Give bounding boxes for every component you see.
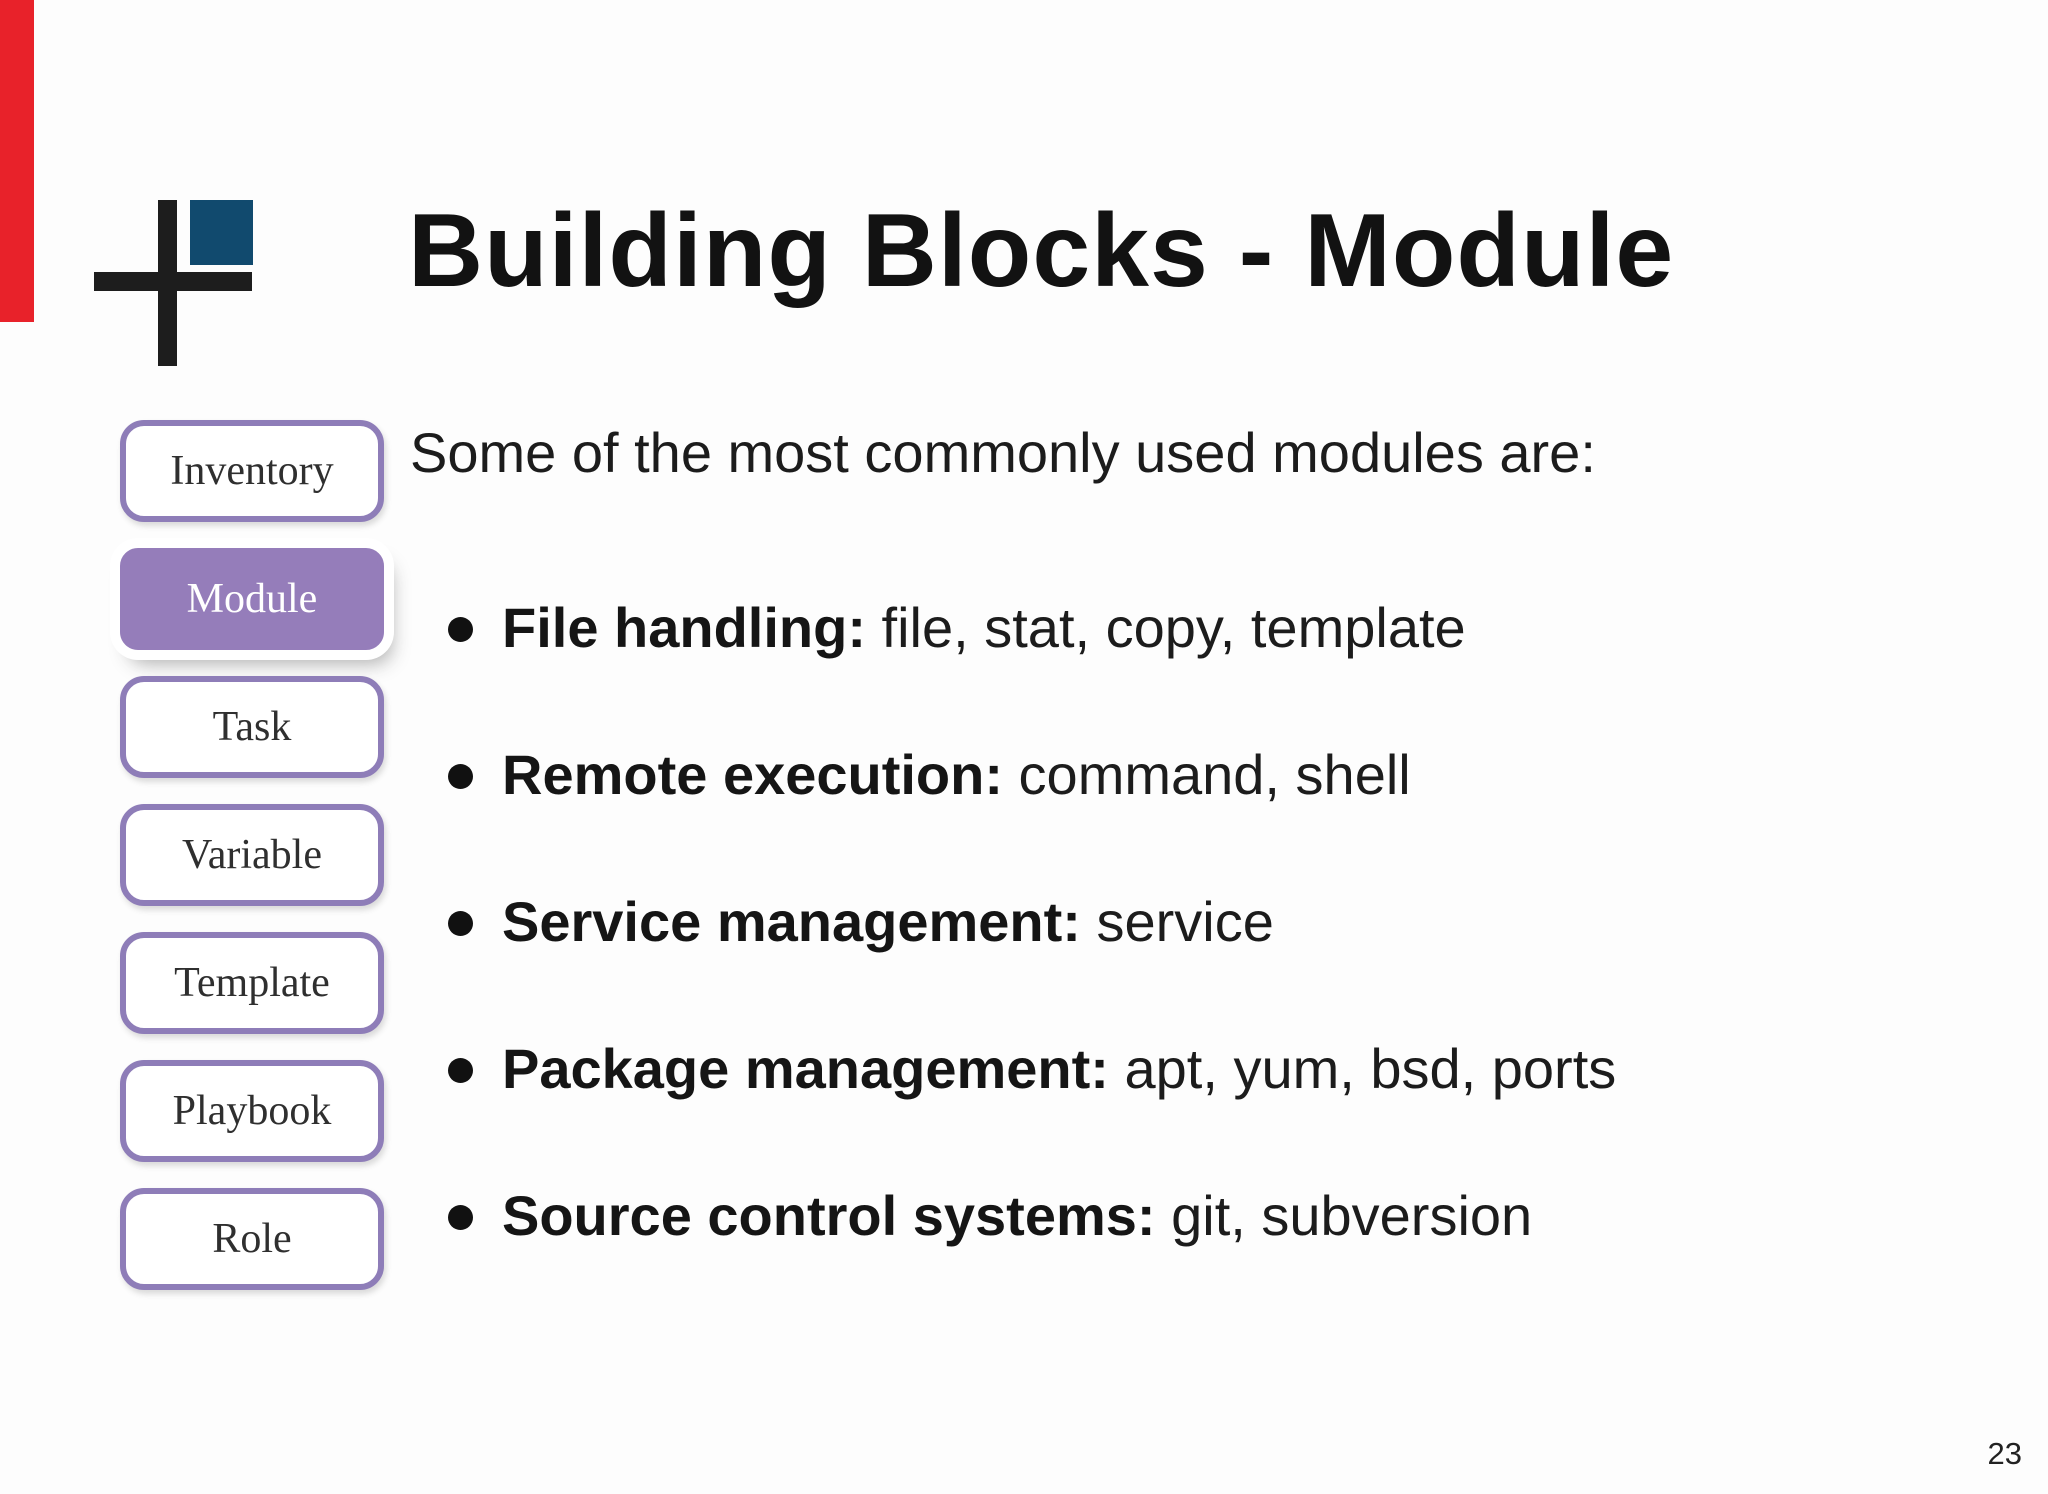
sidebar-item-label: Module — [186, 576, 318, 622]
sidebar-item-label: Variable — [182, 832, 322, 878]
sidebar-item-label: Playbook — [172, 1088, 332, 1134]
bullet-detail: file, stat, copy, template — [865, 596, 1466, 659]
list-item: Remote execution: command, shell — [448, 743, 1616, 807]
list-item: Source control systems: git, subversion — [448, 1184, 1616, 1248]
sidebar-item-inventory: Inventory — [120, 420, 384, 522]
slide-title: Building Blocks - Module — [408, 193, 1675, 309]
bullet-detail: git, subversion — [1155, 1184, 1533, 1247]
bullet-dot-icon — [448, 764, 473, 789]
sidebar-item-module: Module — [120, 548, 384, 650]
sidebar-item-variable: Variable — [120, 804, 384, 906]
building-blocks-sidebar: Inventory Module Task Variable Template … — [120, 420, 384, 1316]
list-item: Package management: apt, yum, bsd, ports — [448, 1037, 1616, 1101]
bullet-label: Service management: — [502, 890, 1081, 953]
bullet-detail: command, shell — [1003, 743, 1411, 806]
list-item: File handling: file, stat, copy, templat… — [448, 596, 1616, 660]
sidebar-item-label: Inventory — [170, 448, 334, 494]
sidebar-item-label: Role — [212, 1216, 292, 1262]
page-number: 23 — [1987, 1436, 2022, 1471]
sidebar-item-label: Template — [174, 960, 330, 1006]
sidebar-item-template: Template — [120, 932, 384, 1034]
bullet-label: File handling: — [502, 596, 866, 659]
bullet-label: Remote execution: — [502, 743, 1003, 806]
sidebar-item-task: Task — [120, 676, 384, 778]
bullet-dot-icon — [448, 911, 473, 936]
sidebar-item-role: Role — [120, 1188, 384, 1290]
intro-text: Some of the most commonly used modules a… — [410, 421, 1596, 484]
bullet-dot-icon — [448, 1058, 473, 1083]
module-bullet-list: File handling: file, stat, copy, templat… — [448, 596, 1616, 1331]
bullet-label: Source control systems: — [502, 1184, 1156, 1247]
sidebar-item-playbook: Playbook — [120, 1060, 384, 1162]
red-accent-bar — [0, 0, 34, 322]
list-item: Service management: service — [448, 890, 1616, 954]
logo-cross-horizontal — [94, 272, 252, 291]
sidebar-item-label: Task — [212, 704, 292, 750]
bullet-detail: apt, yum, bsd, ports — [1108, 1037, 1617, 1100]
bullet-label: Package management: — [502, 1037, 1109, 1100]
bullet-dot-icon — [448, 617, 473, 642]
logo-navy-square — [190, 200, 253, 265]
bullet-detail: service — [1080, 890, 1274, 953]
bullet-dot-icon — [448, 1205, 473, 1230]
